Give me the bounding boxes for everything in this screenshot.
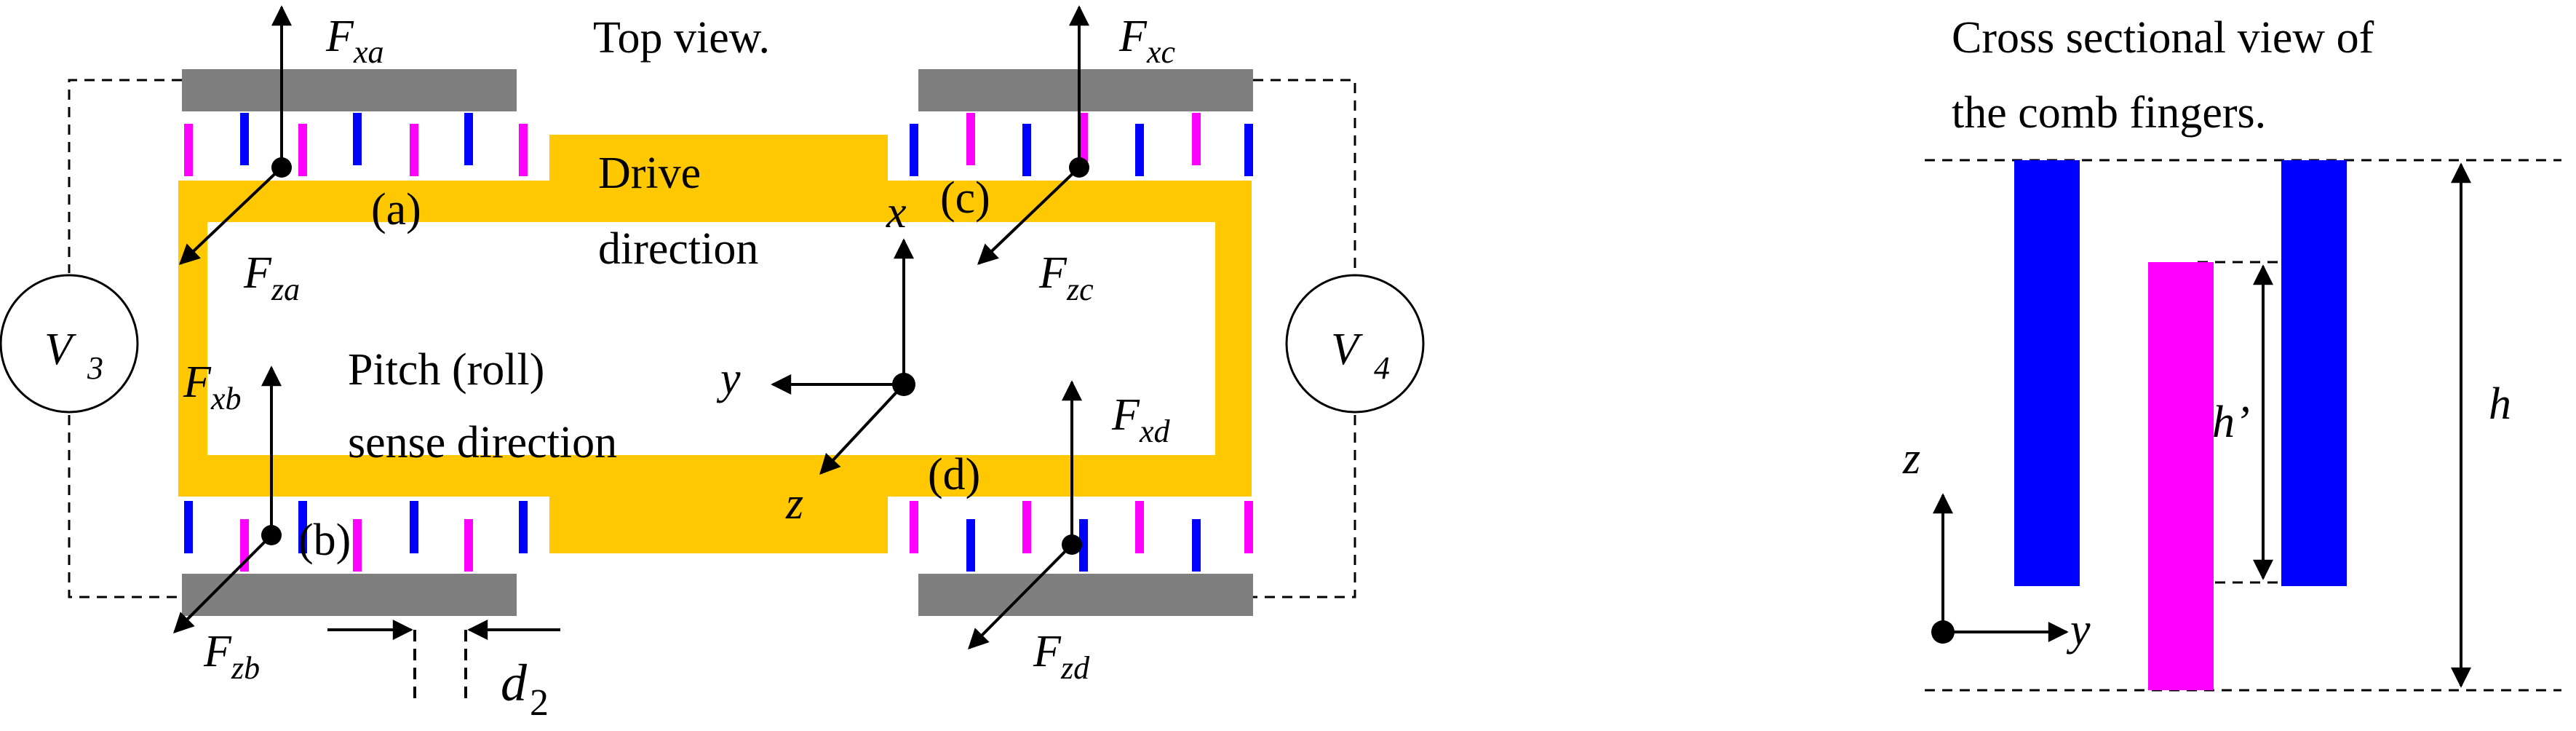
axes-top-view (771, 238, 914, 475)
svg-text:F: F (183, 357, 212, 407)
comb-fingers-top-right (910, 113, 1253, 176)
forces-a (178, 5, 292, 265)
svg-text:F: F (203, 627, 232, 676)
finger-blue-right (2281, 160, 2347, 586)
forces-d (968, 380, 1082, 649)
drive-label-1: Drive (598, 149, 701, 198)
svg-text:zd: zd (1060, 650, 1090, 686)
finger-blue-left (2014, 160, 2080, 586)
force-label-xc: F xc (1118, 12, 1176, 70)
wiring-right (1253, 79, 1356, 598)
axis-y-label: y (716, 354, 741, 403)
svg-text:zb: zb (231, 650, 260, 686)
pitch-label-1: Pitch (roll) (348, 345, 544, 395)
point-c-dot (1069, 157, 1089, 178)
svg-text:F: F (1118, 12, 1148, 61)
finger-magenta-center (2148, 262, 2214, 690)
anchor-c (918, 69, 1253, 111)
svg-text:3: 3 (87, 350, 103, 386)
svg-text:xa: xa (353, 34, 384, 70)
forces-c (977, 5, 1089, 265)
axes-origin (892, 373, 915, 396)
forces-b (173, 366, 282, 633)
force-label-zc: F zc (1038, 248, 1094, 307)
point-a-label: (a) (371, 185, 421, 234)
comb-fingers-bottom-right (910, 501, 1253, 572)
svg-text:F: F (1033, 627, 1062, 676)
svg-text:F: F (1038, 248, 1068, 298)
cross-section-view: Cross sectional view of the comb fingers… (1902, 13, 2561, 692)
voltage-source-v3: V 3 (0, 274, 139, 414)
label-h-prime: h’ (2212, 398, 2250, 447)
comb-fingers-top-left (184, 113, 528, 176)
label-h: h (2489, 379, 2511, 429)
anchor-d (918, 574, 1253, 616)
svg-text:V: V (1331, 325, 1363, 374)
top-view-title: Top view. (593, 13, 770, 63)
force-label-za: F za (243, 248, 300, 307)
svg-text:F: F (1111, 390, 1140, 440)
svg-text:xb: xb (210, 381, 242, 416)
axis-z-cross-label: z (1902, 434, 1920, 483)
point-d-label: (d) (928, 450, 980, 499)
svg-text:V: V (44, 325, 76, 374)
cross-section-title-1: Cross sectional view of (1952, 13, 2374, 63)
pitch-label-2: sense direction (348, 418, 617, 467)
comb-fingers-bottom-left (184, 501, 528, 572)
svg-text:zc: zc (1066, 272, 1094, 307)
svg-text:d: d (501, 654, 528, 712)
anchor-a (182, 69, 517, 111)
gap-label-d2: d 2 (501, 654, 549, 724)
force-label-zb: F zb (203, 627, 260, 686)
anchor-b (182, 574, 517, 616)
svg-text:xd: xd (1139, 414, 1171, 449)
proof-mass-frame (178, 135, 1252, 553)
force-label-xa: F xa (325, 12, 384, 70)
top-view: V 3 V 4 (0, 5, 1425, 724)
force-label-zd: F zd (1033, 627, 1090, 686)
svg-text:xc: xc (1146, 34, 1176, 70)
gap-dimension-d2 (327, 620, 560, 699)
force-label-xb: F xb (183, 357, 242, 416)
svg-text:2: 2 (530, 682, 549, 724)
force-label-xd: F xd (1111, 390, 1171, 449)
drive-label-2: direction (598, 224, 758, 274)
cross-section-title-2: the comb fingers. (1952, 88, 2266, 138)
axis-x-label: x (886, 188, 907, 237)
svg-text:za: za (271, 272, 300, 307)
svg-text:F: F (243, 248, 272, 298)
point-c-label: (c) (940, 173, 990, 223)
axes-cross-section (1933, 493, 2069, 642)
svg-text:F: F (325, 12, 354, 61)
axes-cross-section-origin (1931, 620, 1955, 644)
point-b-label: (b) (298, 515, 351, 565)
svg-text:4: 4 (1374, 350, 1390, 386)
axis-y-cross-label: y (2066, 605, 2091, 655)
wiring-left (68, 79, 182, 598)
point-d-dot (1062, 534, 1082, 555)
point-a-dot (271, 157, 292, 178)
point-b-dot (261, 525, 282, 545)
voltage-source-v4: V 4 (1285, 274, 1425, 414)
axis-z-label: z (785, 479, 803, 529)
